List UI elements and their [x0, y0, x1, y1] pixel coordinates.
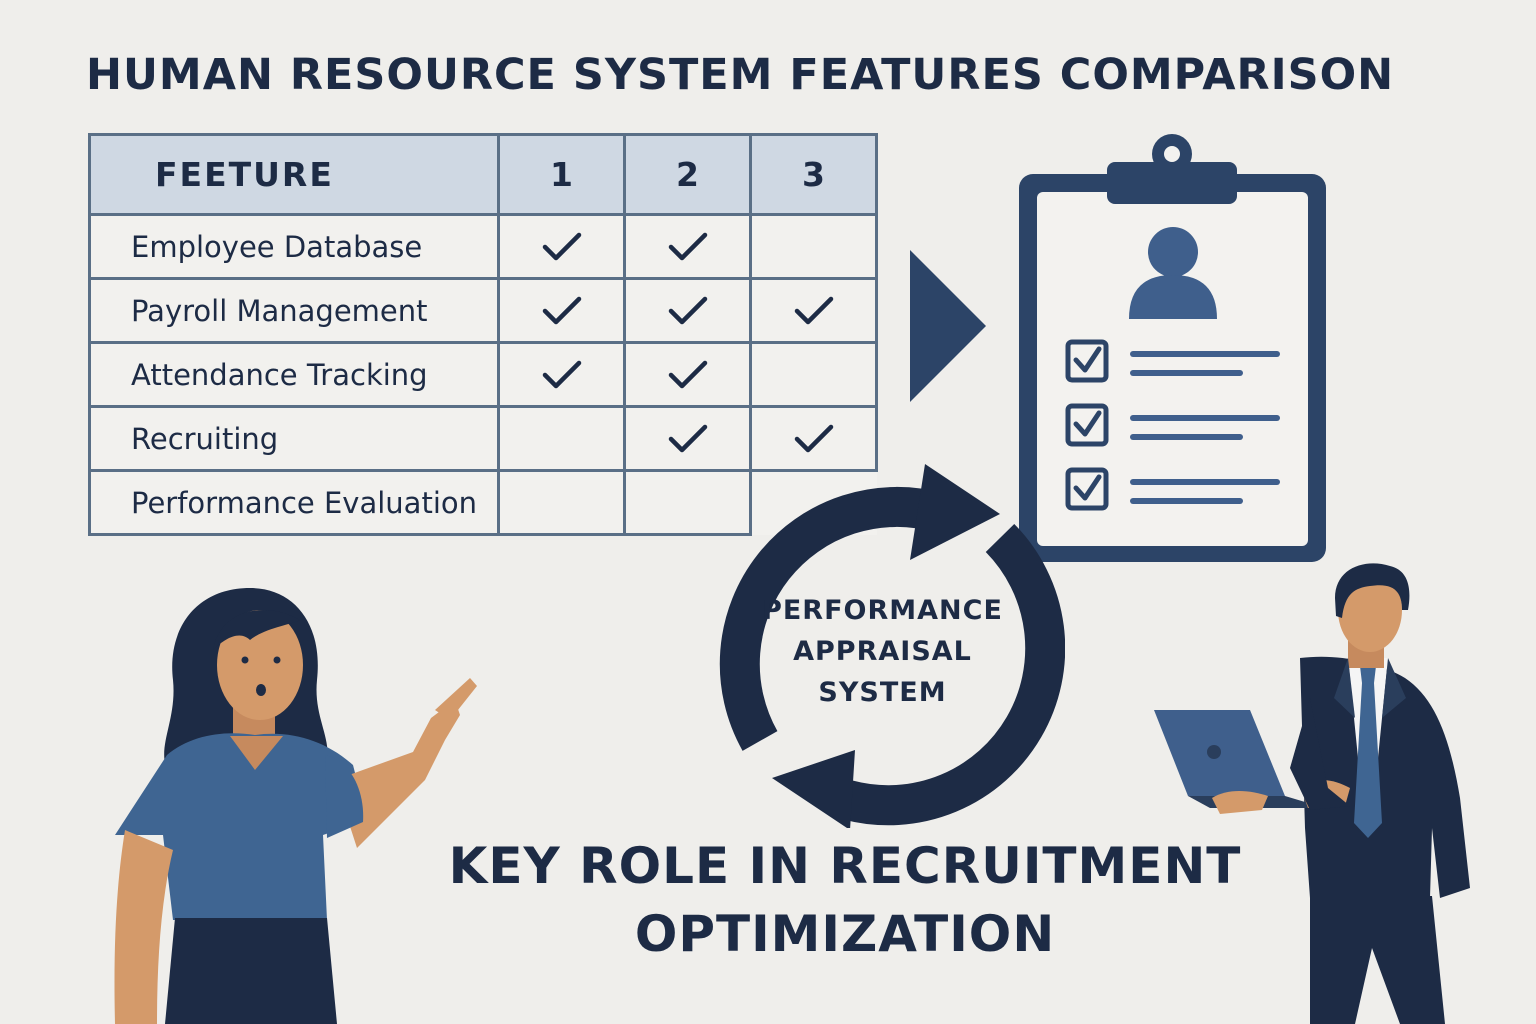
system-3-check-cell: [749, 213, 878, 280]
system-2-check-cell: [623, 469, 752, 536]
feature-name-cell: Recruiting: [88, 405, 500, 472]
table-row: Recruiting: [88, 405, 878, 472]
system-2-column-header: 2: [623, 133, 752, 216]
checkmark-icon: [542, 360, 581, 388]
system-3-check-cell: [749, 405, 878, 472]
feature-name-cell: Performance Evaluation: [88, 469, 500, 536]
table-row: Attendance Tracking: [88, 341, 878, 408]
checkmark-icon: [542, 232, 581, 260]
feature-name-cell: Payroll Management: [88, 277, 500, 344]
system-1-check-cell: [497, 341, 626, 408]
clipboard-icon: [1019, 134, 1326, 562]
system-1-check-cell: [497, 405, 626, 472]
system-2-check-cell: [623, 405, 752, 472]
checkmark-icon: [794, 296, 833, 324]
system-1-column-header: 1: [497, 133, 626, 216]
checkmark-icon: [794, 424, 833, 452]
system-1-check-cell: [497, 213, 626, 280]
checkbox-list-icon: [1065, 339, 1109, 511]
play-triangle-icon: [910, 250, 986, 402]
feature-column-header: FEETURE: [88, 133, 500, 216]
table-header-row: FEETURE 1 2 3: [88, 133, 878, 216]
person-avatar-icon: [1129, 227, 1217, 319]
tagline-line-2: OPTIMIZATION: [634, 905, 1056, 963]
system-1-check-cell: [497, 469, 626, 536]
system-3-check-cell: [749, 341, 878, 408]
feature-name-cell: Attendance Tracking: [88, 341, 500, 408]
performance-appraisal-label: PERFORMANCE APPRAISAL SYSTEM: [755, 590, 1010, 713]
feature-name-cell: Employee Database: [88, 213, 500, 280]
checkmark-icon: [668, 424, 707, 452]
table-row: Employee Database: [88, 213, 878, 280]
system-2-check-cell: [623, 341, 752, 408]
tagline-line-1: KEY ROLE IN RECRUITMENT: [448, 837, 1242, 895]
circular-arrows-icon: [719, 464, 1065, 828]
cycle-line-3: SYSTEM: [818, 677, 947, 708]
cycle-line-2: APPRAISAL: [793, 636, 972, 667]
cycle-line-1: PERFORMANCE: [762, 595, 1003, 626]
table-row: Performance Evaluation: [88, 469, 877, 536]
checkmark-icon: [668, 360, 707, 388]
system-2-check-cell: [623, 213, 752, 280]
system-3-check-cell: [749, 277, 878, 344]
woman-pointing-illustration: [114, 588, 477, 1024]
table-row: Payroll Management: [88, 277, 878, 344]
checkmark-icon: [668, 296, 707, 324]
system-3-column-header: 3: [749, 133, 878, 216]
system-2-check-cell: [623, 277, 752, 344]
man-with-laptop-illustration: [1154, 563, 1470, 1024]
system-1-check-cell: [497, 277, 626, 344]
checkmark-icon: [542, 296, 581, 324]
tagline: KEY ROLE IN RECRUITMENT OPTIMIZATION: [430, 832, 1260, 968]
checkmark-icon: [668, 232, 707, 260]
page-title: HUMAN RESOURCE SYSTEM FEATURES COMPARISO…: [86, 50, 1395, 100]
